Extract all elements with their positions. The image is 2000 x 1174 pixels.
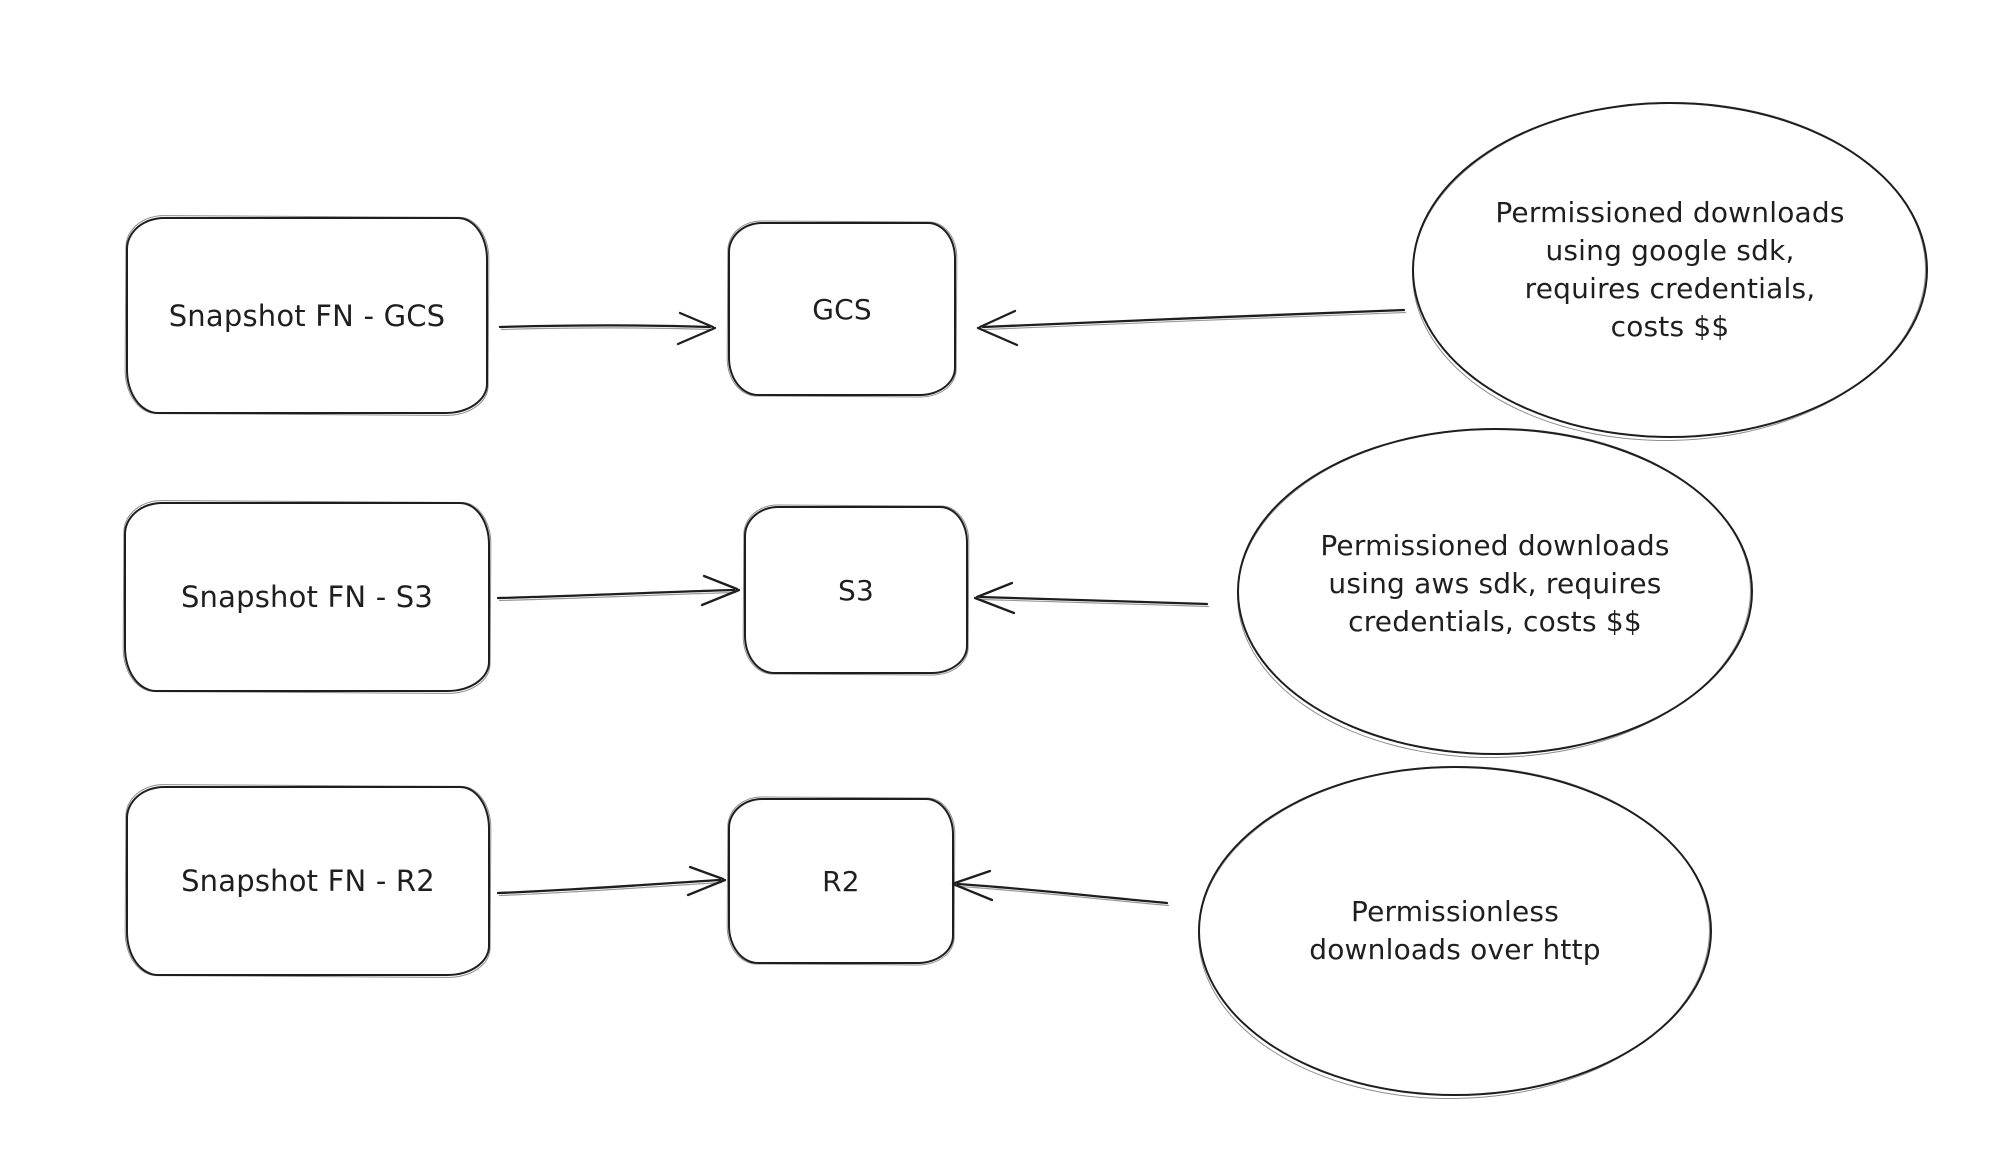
note-text: Permissioned downloads using aws sdk, re… (1320, 528, 1670, 638)
arrow-note-to-r2[interactable] (951, 869, 1170, 907)
note-ellipse-google-sdk[interactable]: Permissioned downloads using google sdk,… (1412, 102, 1928, 438)
note-text: Permissionless downloads over http (1309, 895, 1601, 966)
arrow-note-to-gcs[interactable] (976, 308, 1407, 347)
node-label: S3 (838, 573, 874, 607)
arrow-snapshot-to-r2[interactable] (496, 865, 727, 897)
note-text: Permissioned downloads using google sdk,… (1495, 196, 1845, 343)
node-label: R2 (822, 864, 860, 898)
node-gcs[interactable]: GCS (728, 222, 956, 396)
node-label: Snapshot FN - S3 (180, 580, 434, 614)
node-label: Snapshot FN - GCS (168, 298, 446, 333)
note-ellipse-permissionless[interactable]: Permissionless downloads over http (1198, 766, 1712, 1096)
arrow-snapshot-to-s3[interactable] (496, 574, 741, 607)
node-snapshot-fn-s3[interactable]: Snapshot FN - S3 (124, 502, 490, 692)
arrow-snapshot-to-gcs[interactable] (498, 311, 717, 346)
node-label: Snapshot FN - R2 (181, 864, 435, 898)
node-label: GCS (812, 292, 872, 326)
node-s3[interactable]: S3 (744, 506, 968, 674)
node-snapshot-fn-gcs[interactable]: Snapshot FN - GCS (126, 217, 488, 414)
arrow-note-to-s3[interactable] (973, 581, 1210, 615)
node-snapshot-fn-r2[interactable]: Snapshot FN - R2 (126, 786, 490, 976)
node-r2[interactable]: R2 (728, 798, 954, 964)
note-ellipse-aws-sdk[interactable]: Permissioned downloads using aws sdk, re… (1237, 428, 1753, 755)
